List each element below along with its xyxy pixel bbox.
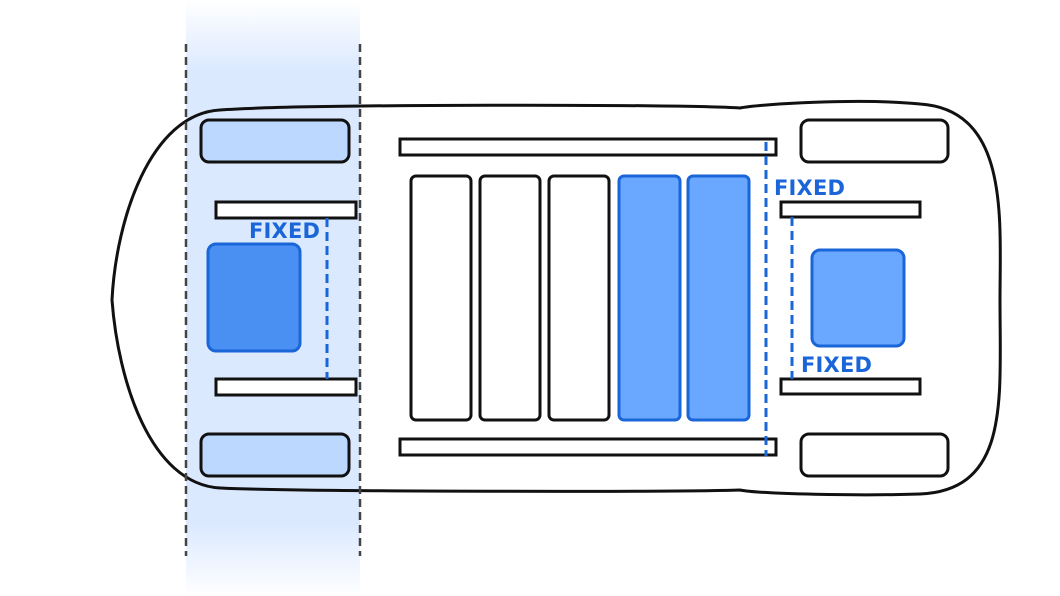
left-bottom-pad bbox=[199, 432, 351, 478]
slot-1 bbox=[409, 174, 473, 422]
vehicle-outline bbox=[110, 99, 1002, 497]
left-fixed-label: FIXED bbox=[249, 219, 320, 243]
center-top-rail bbox=[398, 137, 778, 157]
left-upper-rail bbox=[214, 200, 358, 220]
slot-5 bbox=[686, 174, 751, 422]
left-lower-rail bbox=[214, 377, 358, 397]
left-block bbox=[206, 242, 302, 353]
right-upper-fixed-label: FIXED bbox=[774, 176, 845, 200]
right-bottom-pad bbox=[799, 432, 950, 478]
slot-3 bbox=[547, 174, 611, 422]
right-lower-fixed-label: FIXED bbox=[801, 353, 872, 377]
left-top-pad bbox=[199, 118, 351, 164]
slot-4 bbox=[617, 174, 682, 422]
right-top-pad bbox=[799, 118, 950, 164]
right-lower-rail bbox=[779, 377, 922, 396]
right-block bbox=[810, 248, 906, 348]
right-upper-rail bbox=[779, 200, 922, 219]
center-bottom-rail bbox=[398, 437, 778, 457]
slot-2 bbox=[478, 174, 542, 422]
